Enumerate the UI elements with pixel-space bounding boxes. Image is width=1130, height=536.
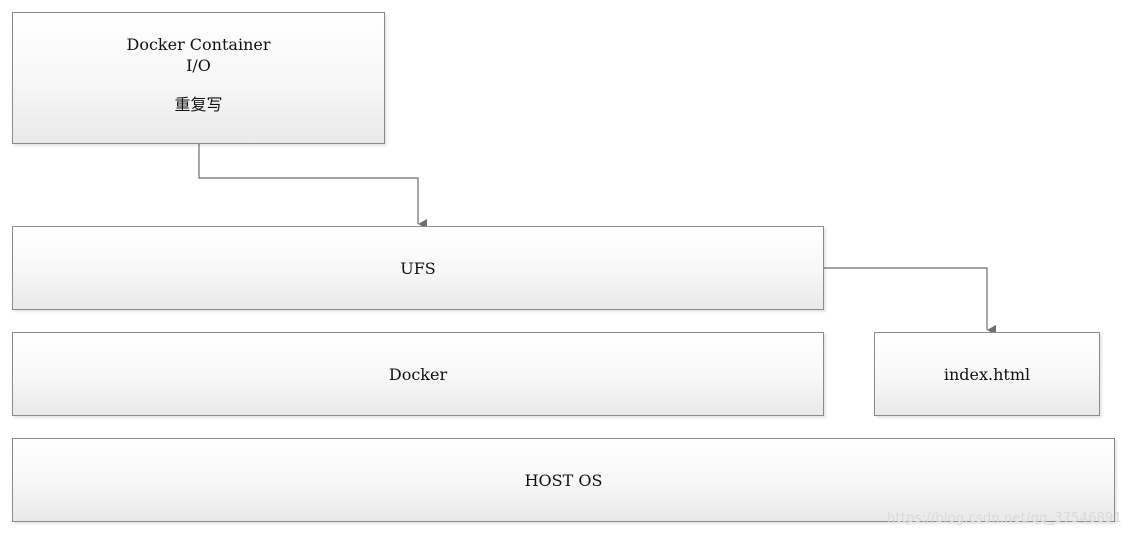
edge-container-to-ufs	[198, 144, 427, 229]
index-html-node: index.html	[874, 332, 1100, 416]
docker-container-node: Docker Container I/O 重复写	[12, 12, 385, 144]
host-os-node: HOST OS	[12, 438, 1115, 522]
ufs-label: UFS	[400, 258, 436, 278]
host-os-label: HOST OS	[524, 470, 603, 490]
docker-label: Docker	[388, 364, 448, 384]
watermark-text: https://blog.csdn.net/qq_37546891	[887, 511, 1122, 526]
container-title: Docker Container	[126, 35, 271, 54]
edge-ufs-to-index	[824, 267, 996, 335]
index-html-label: index.html	[943, 364, 1031, 384]
container-io-label: I/O	[186, 56, 211, 75]
container-rewrite-label: 重复写	[174, 95, 223, 114]
docker-node: Docker	[12, 332, 824, 416]
ufs-node: UFS	[12, 226, 824, 310]
